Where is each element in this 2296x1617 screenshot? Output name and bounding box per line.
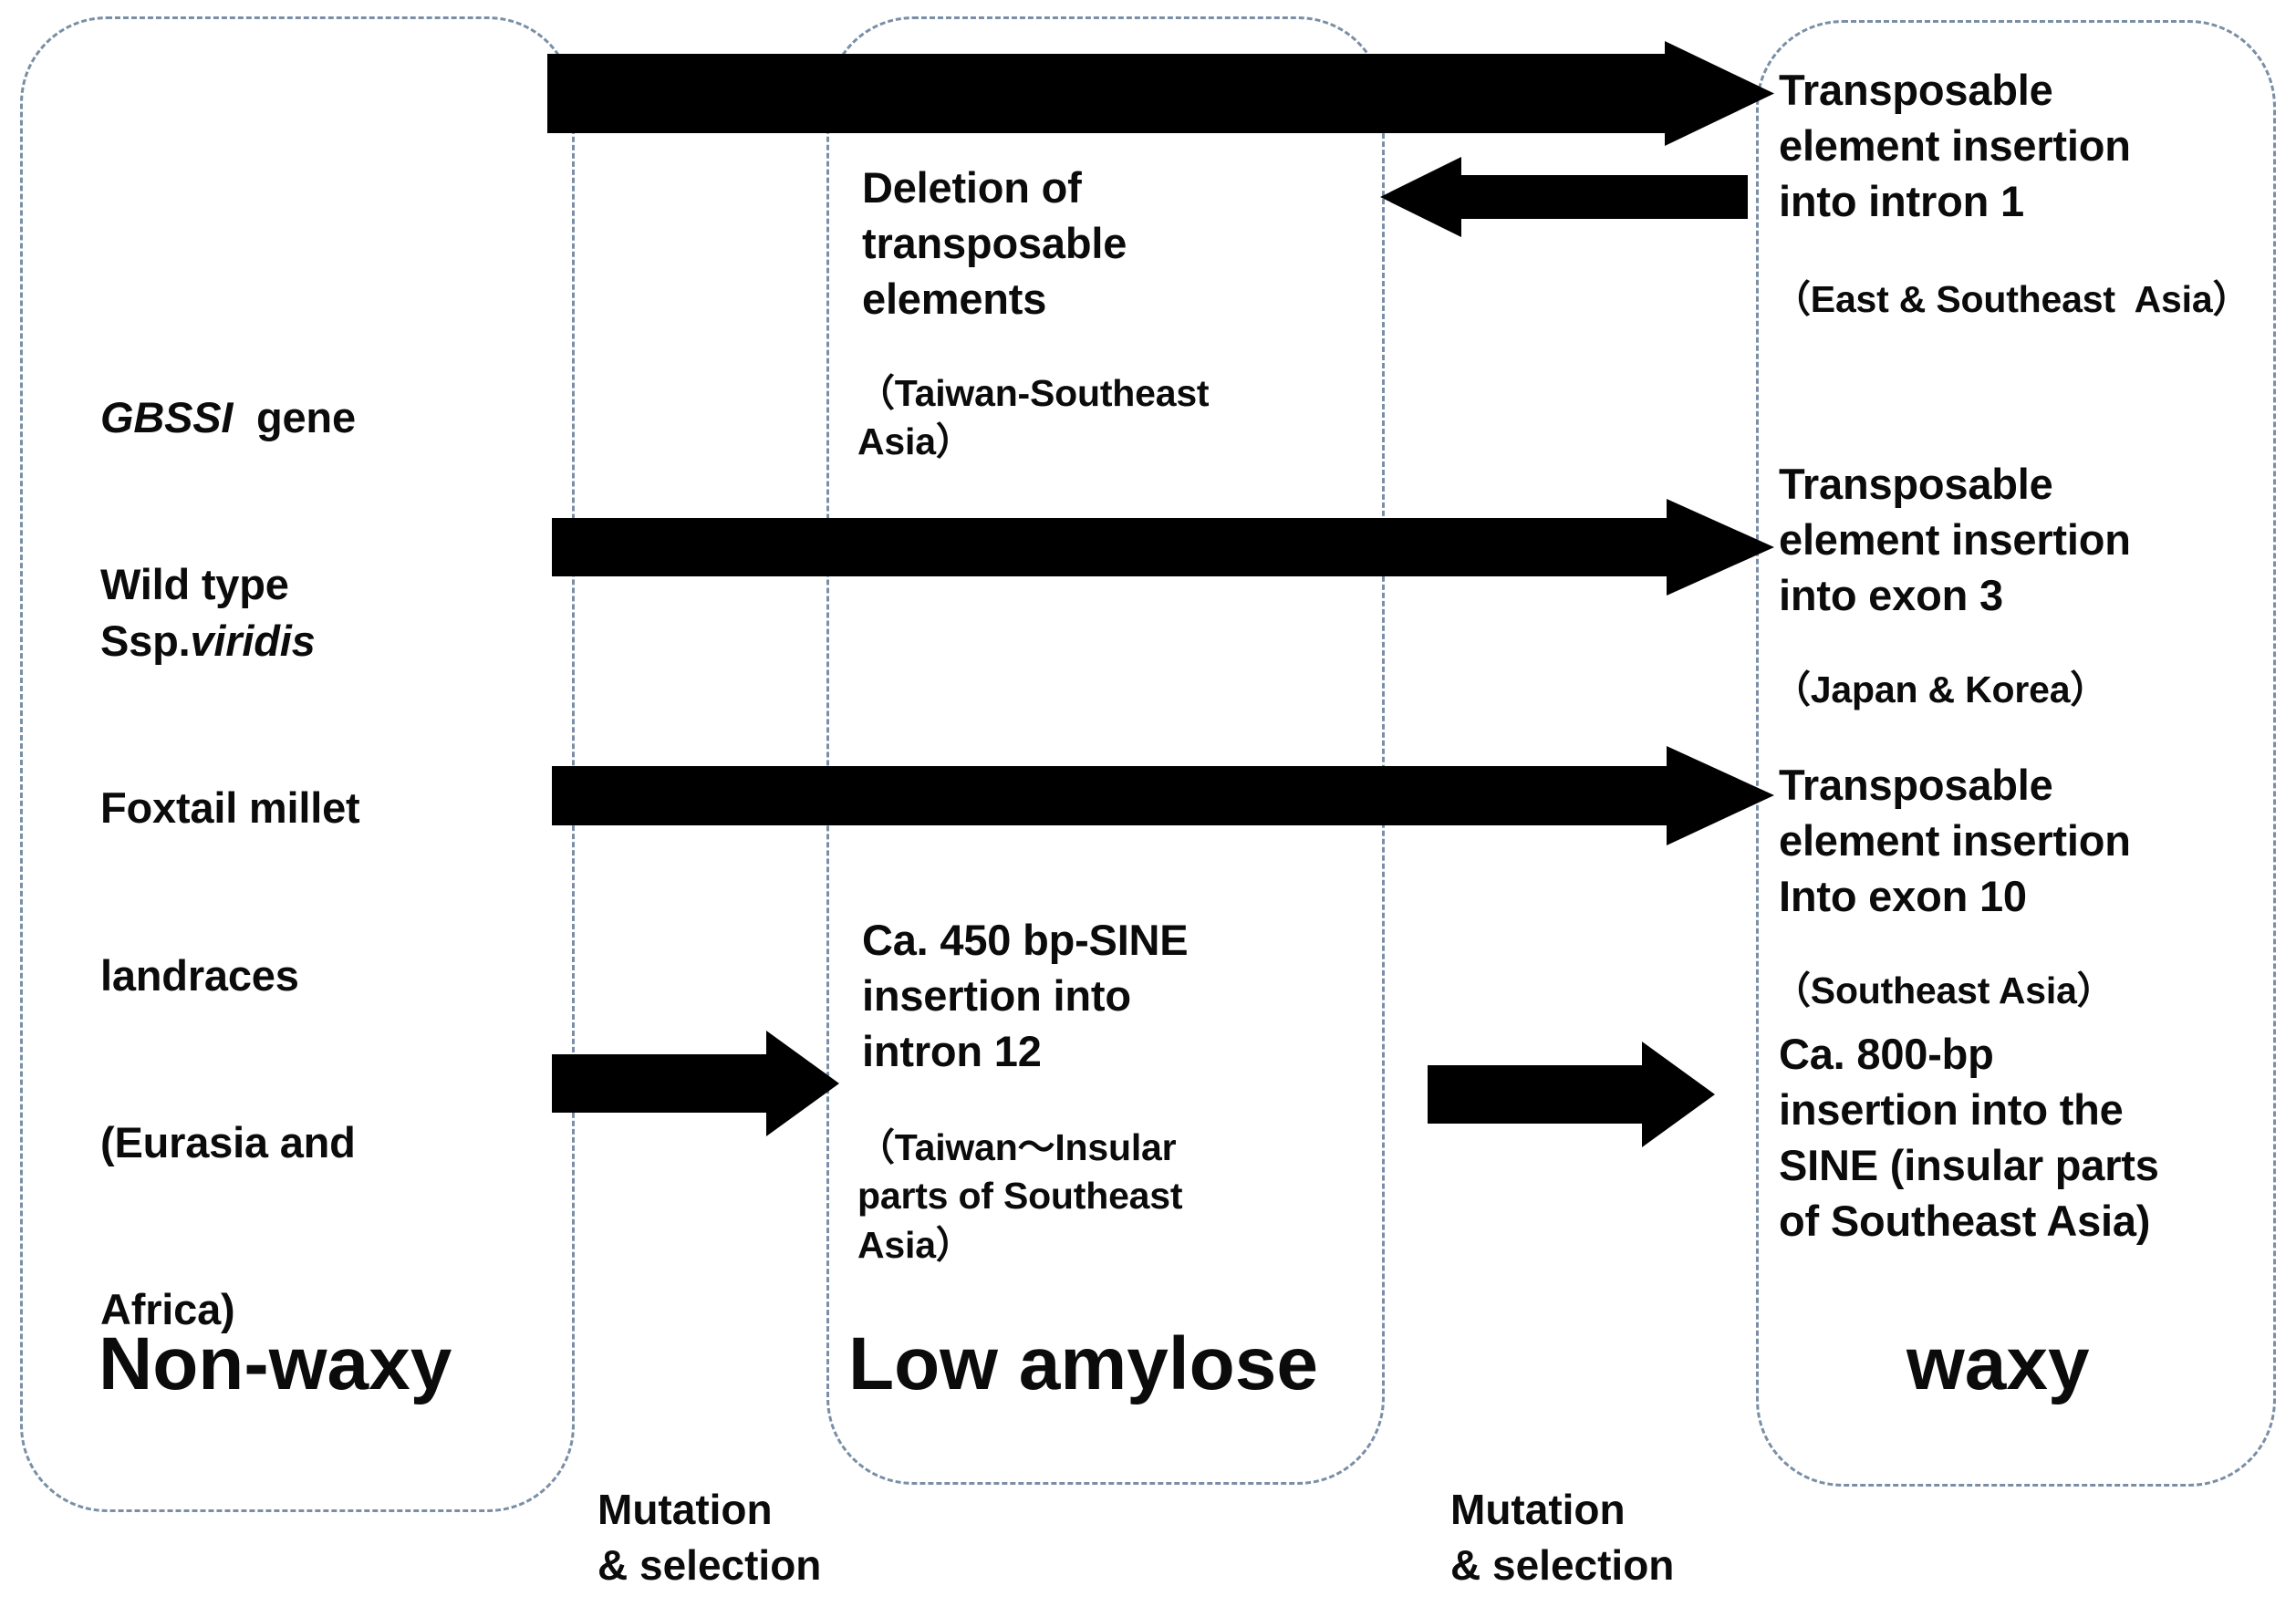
text-gbssi-wildtype: GBSSI gene Wild type	[100, 278, 529, 724]
text-ssp-viridis-landraces: Ssp.viridis Foxtail millet landraces (Eu…	[100, 502, 529, 1449]
arrow-waxy-to-lowamylose-deletion	[1380, 157, 1748, 237]
africa-line: Africa)	[100, 1285, 235, 1334]
text-sine-800bp: Ca. 800-bp insertion into the SINE (insu…	[1779, 1030, 2159, 1246]
wild-type-line: Wild type	[100, 560, 289, 609]
eurasia-line: (Eurasia and	[100, 1118, 356, 1167]
text-sine-intron12: Ca. 450 bp-SINE insertion into intron 12	[862, 916, 1189, 1076]
text-sine-intron12-region: （Taiwan～Insular parts of Southeast Asia）	[857, 1126, 1183, 1266]
gbssi-gene-suffix: gene	[233, 393, 356, 442]
arrow-nonwaxy-to-lowamylose	[552, 1029, 839, 1138]
species-viridis: viridis	[190, 617, 316, 666]
text-te-intron1: Transposable element insertion into intr…	[1779, 66, 2131, 226]
text-te-intron1-region: （East & Southeast Asia）	[1773, 278, 2250, 320]
text-deletion-transposable-elements: Deletion of transposable elements	[862, 163, 1127, 324]
landraces-line: landraces	[100, 950, 299, 1000]
foxtail-millet-line: Foxtail millet	[100, 783, 360, 833]
phenotype-box-non-waxy	[20, 16, 575, 1512]
arrow-lowamylose-to-waxy	[1428, 1040, 1715, 1149]
arrow-nonwaxy-to-waxy-exon3	[552, 497, 1774, 597]
text-te-exon3-region: （Japan & Korea）	[1773, 669, 2108, 710]
arrow-nonwaxy-to-waxy-exon10	[552, 743, 1774, 848]
text-te-exon10-region: （Southeast Asia）	[1773, 969, 2114, 1011]
phenotype-label-waxy: waxy	[1906, 1322, 2090, 1405]
gene-name-gbssi: GBSSI	[100, 393, 234, 442]
text-deletion-region: （Taiwan-Southeast Asia）	[857, 372, 1210, 463]
transition-label-mutation-selection-1: Mutation & selection	[597, 1486, 822, 1589]
phenotype-box-low-amylose	[826, 16, 1385, 1485]
text-te-exon3: Transposable element insertion into exon…	[1779, 460, 2131, 620]
text-te-exon10: Transposable element insertion Into exon…	[1779, 761, 2131, 921]
ssp-prefix: Ssp.	[100, 617, 191, 666]
arrow-nonwaxy-to-waxy-intron1	[547, 41, 1774, 146]
phenotype-label-low-amylose: Low amylose	[848, 1322, 1318, 1405]
phenotype-label-non-waxy: Non-waxy	[99, 1322, 452, 1405]
phenotype-box-waxy	[1756, 20, 2276, 1487]
transition-label-mutation-selection-2: Mutation & selection	[1450, 1486, 1675, 1589]
